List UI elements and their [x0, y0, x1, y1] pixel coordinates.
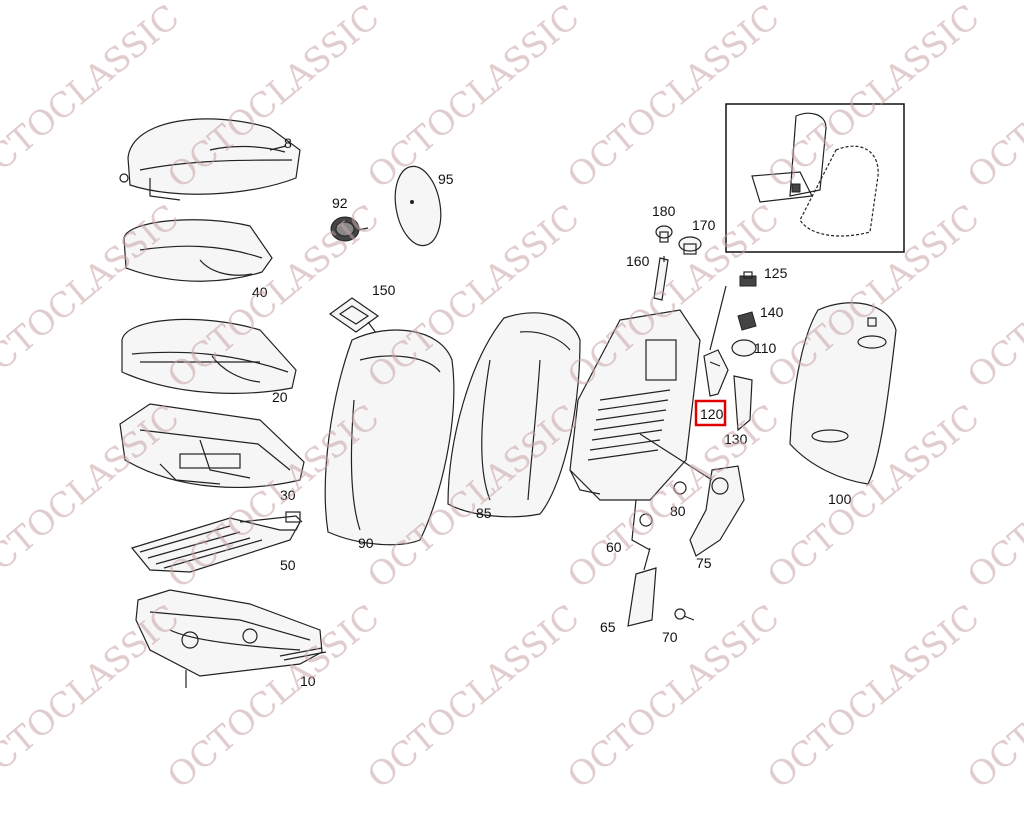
part-160-headrest-guide[interactable]: [653, 257, 669, 301]
part-95-back-panel-disc[interactable]: [389, 163, 446, 249]
part-65-side-cover[interactable]: [627, 547, 657, 627]
part-10-seat-frame[interactable]: [135, 589, 327, 688]
part-170-headrest-guide-cap[interactable]: [678, 236, 702, 255]
part-120-release-lever[interactable]: [703, 349, 729, 397]
part-8-cushion-cover[interactable]: [119, 118, 301, 201]
part-180-headrest-guide-cap[interactable]: [655, 225, 673, 243]
part-92-emblem[interactable]: [330, 216, 369, 242]
callout-90[interactable]: 90: [358, 535, 374, 551]
part-40-cushion-foam[interactable]: [123, 219, 273, 282]
part-110-knob[interactable]: [731, 339, 757, 357]
part-130-side-trim[interactable]: [733, 375, 753, 432]
part-85-backrest-foam[interactable]: [447, 312, 581, 518]
callout-110[interactable]: 110: [754, 340, 777, 356]
callout-40[interactable]: 40: [252, 284, 268, 300]
callout-92[interactable]: 92: [332, 195, 348, 211]
watermark-text: OCTOCLASSIC: [560, 597, 787, 797]
callout-20[interactable]: 20: [272, 389, 288, 405]
part-90-backrest-cover[interactable]: [324, 329, 455, 546]
callout-120[interactable]: 120: [700, 406, 724, 422]
callout-160[interactable]: 160: [626, 253, 650, 269]
watermark-text: OCTOCLASSIC: [360, 597, 587, 797]
callout-labels: 8 40 20 30 50 10 92 95 150 90 85 180 170…: [252, 135, 852, 689]
callout-100[interactable]: 100: [828, 491, 852, 507]
part-20-cushion-cover[interactable]: [121, 318, 297, 394]
part-80-clip-ring[interactable]: [673, 481, 687, 495]
part-125-screw[interactable]: [739, 271, 757, 287]
callout-130[interactable]: 130: [724, 431, 748, 447]
watermark-text: OCTOCLASSIC: [0, 597, 187, 797]
part-100-backrest-panel[interactable]: [789, 302, 897, 485]
callout-10[interactable]: 10: [300, 673, 316, 689]
part-75-recliner-mechanism[interactable]: [639, 433, 745, 557]
callout-125[interactable]: 125: [764, 265, 788, 281]
part-60-backrest-frame[interactable]: [569, 309, 701, 551]
callout-150[interactable]: 150: [372, 282, 396, 298]
callout-85[interactable]: 85: [476, 505, 492, 521]
callout-8[interactable]: 8: [284, 135, 292, 151]
callout-170[interactable]: 170: [692, 217, 716, 233]
watermark-text: OCTOCLASSIC: [360, 0, 587, 197]
part-140-clip[interactable]: [737, 311, 757, 331]
watermark-text: OCTOCLASSIC: [760, 597, 987, 797]
highlight-box-120: [694, 399, 727, 427]
part-70-pin[interactable]: [674, 608, 695, 621]
callout-50[interactable]: 50: [280, 557, 296, 573]
part-30-seat-pan-foam[interactable]: [119, 403, 305, 488]
callout-30[interactable]: 30: [280, 487, 296, 503]
callout-180[interactable]: 180: [652, 203, 676, 219]
callout-60[interactable]: 60: [606, 539, 622, 555]
callout-140[interactable]: 140: [760, 304, 784, 320]
leader-lines: [663, 256, 727, 351]
callout-75[interactable]: 75: [696, 555, 712, 571]
part-50-heating-mat[interactable]: [130, 511, 303, 573]
callout-70[interactable]: 70: [662, 629, 678, 645]
callout-95[interactable]: 95: [438, 171, 454, 187]
inset-seat-overview: [725, 103, 905, 253]
callout-80[interactable]: 80: [670, 503, 686, 519]
callout-65[interactable]: 65: [600, 619, 616, 635]
